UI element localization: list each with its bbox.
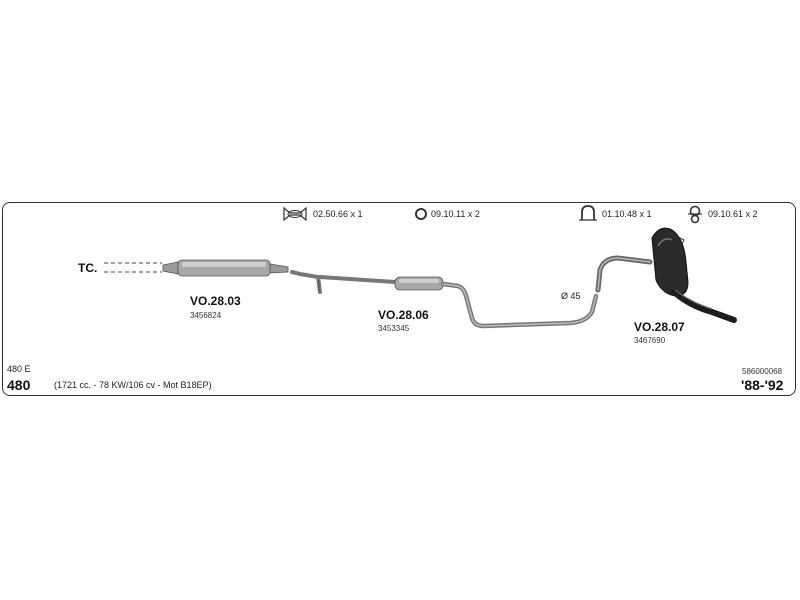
fitting-label-ring: 09.10.11 x 2 bbox=[431, 209, 480, 219]
part-code: VO.28.06 bbox=[378, 308, 429, 322]
hanger-icon bbox=[688, 205, 702, 224]
rear-silencer-vo2807 bbox=[595, 227, 737, 323]
part-number: 3467690 bbox=[634, 336, 666, 345]
part-number: 3453345 bbox=[378, 324, 410, 333]
catalog-number: 586000068 bbox=[742, 367, 783, 376]
tc-dashed-lines bbox=[104, 262, 162, 273]
part-code: VO.28.07 bbox=[634, 320, 685, 334]
engine-spec: (1721 cc. - 78 KW/106 cv - Mot B18EP) bbox=[54, 380, 212, 390]
diameter-label: Ø 45 bbox=[561, 291, 581, 301]
front-pipe-vo2803 bbox=[162, 259, 289, 277]
fitting-label-hanger: 09.10.61 x 2 bbox=[708, 209, 758, 219]
part-number: 3456824 bbox=[190, 311, 222, 320]
model-years: '88-'92 bbox=[741, 377, 784, 393]
tc-label: TC. bbox=[78, 261, 98, 275]
part-code: VO.28.03 bbox=[190, 294, 241, 308]
u-bolt-icon bbox=[579, 205, 597, 221]
fitting-label-clamp: 02.50.66 x 1 bbox=[313, 209, 363, 219]
model-name: 480 bbox=[7, 377, 31, 393]
middle-pipe-vo2806 bbox=[290, 270, 599, 329]
model-variant: 480 E bbox=[7, 364, 31, 374]
ring-icon bbox=[415, 208, 427, 220]
fitting-label-u-bolt: 01.10.48 x 1 bbox=[602, 209, 652, 219]
clamp-icon bbox=[283, 206, 307, 222]
